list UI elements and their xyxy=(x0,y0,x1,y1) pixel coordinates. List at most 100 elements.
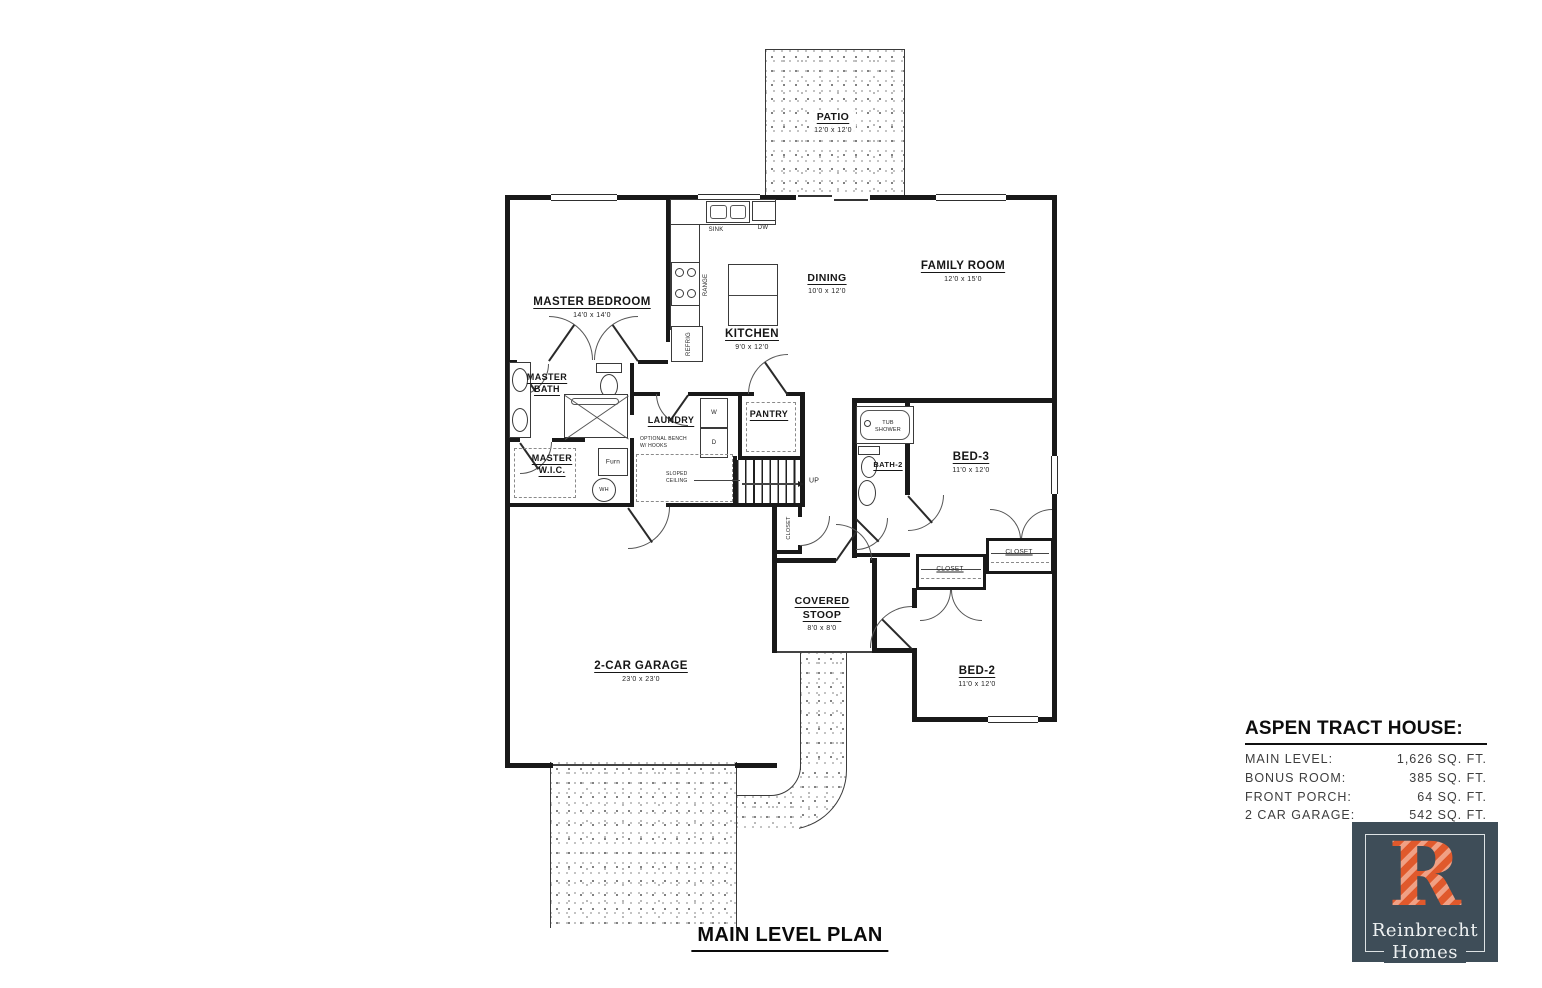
logo-company-name: Reinbrecht xyxy=(1371,920,1479,941)
wall xyxy=(738,395,742,459)
bath-sink xyxy=(512,368,528,392)
plan-title: MAIN LEVEL PLAN xyxy=(691,924,889,952)
toilet-tank xyxy=(596,363,622,373)
wall xyxy=(666,503,777,507)
washer-label: W xyxy=(711,410,717,416)
bath-sink xyxy=(512,408,528,432)
wall xyxy=(505,195,1057,200)
refrigerator-label: REFRIG xyxy=(686,332,692,356)
optional-bench-note: OPTIONAL BENCH W/ HOOKS xyxy=(640,436,687,449)
closet-entry-label: CLOSET xyxy=(786,516,792,540)
stairs-up-arrowhead xyxy=(798,481,804,487)
window xyxy=(551,194,617,201)
toilet-tank xyxy=(858,446,880,455)
walkway-horizontal xyxy=(737,796,799,830)
room-label-bath2: BATH-2 xyxy=(873,460,902,470)
wall xyxy=(905,398,910,495)
closet-door-arc xyxy=(990,509,1021,540)
title-block: ASPEN TRACT HOUSE: MAIN LEVEL: 1,626 SQ.… xyxy=(1245,718,1487,825)
room-name: MASTER BATH xyxy=(526,372,568,394)
closet-bed3-box xyxy=(986,538,1054,574)
row-value: 385 SQ. FT. xyxy=(1409,770,1487,785)
wall xyxy=(786,392,804,396)
bath2-sink xyxy=(858,480,876,506)
room-name: PANTRY xyxy=(749,409,789,419)
wall xyxy=(738,456,804,460)
room-dims: 12'0 x 12'0 xyxy=(814,127,852,135)
dryer-label: D xyxy=(711,440,717,446)
wall xyxy=(733,503,805,507)
door-arc xyxy=(800,516,830,546)
sloped-ceiling-note: SLOPED CEILING xyxy=(666,471,688,484)
room-dims: 11'0 x 12'0 xyxy=(952,467,990,475)
range-label: RANGE xyxy=(703,273,709,297)
row-label: FRONT PORCH: xyxy=(1245,789,1352,804)
wall xyxy=(666,195,670,342)
room-dims: 9'0 x 12'0 xyxy=(735,344,769,352)
dishwasher-label: DW xyxy=(757,225,769,231)
stairs xyxy=(737,460,800,503)
pantry-shelving xyxy=(746,402,796,452)
wall xyxy=(738,392,754,396)
room-name: BATH-2 xyxy=(873,460,903,469)
wall xyxy=(630,392,660,396)
tub-shower xyxy=(856,406,914,444)
wall xyxy=(872,648,917,653)
title-block-row: BONUS ROOM: 385 SQ. FT. xyxy=(1245,769,1487,788)
wall xyxy=(775,558,836,563)
walkway-vertical xyxy=(800,652,847,770)
wall xyxy=(912,648,917,722)
sloped-ceiling-leader xyxy=(694,480,740,482)
stoop-edge-line xyxy=(777,651,872,653)
wall xyxy=(630,438,634,507)
title-block-row: 2 CAR GARAGE: 542 SQ. FT. xyxy=(1245,806,1487,825)
furnace xyxy=(598,448,628,476)
wall xyxy=(772,503,777,653)
window xyxy=(1051,456,1058,494)
wall xyxy=(505,195,510,768)
logo-company-name-2: Homes xyxy=(1384,942,1466,963)
garage-door-line xyxy=(553,764,735,766)
closet-door-arc xyxy=(1021,509,1052,540)
dryer xyxy=(700,428,728,458)
title-block-row: FRONT PORCH: 64 SQ. FT. xyxy=(1245,788,1487,807)
room-label-patio: PATIO 12'0 x 12'0 xyxy=(810,110,856,137)
room-name: 2-CAR GARAGE xyxy=(594,660,688,672)
kitchen-sink xyxy=(706,201,750,223)
room-name: KITCHEN xyxy=(725,328,779,340)
wall xyxy=(800,392,805,507)
row-label: 2 CAR GARAGE: xyxy=(1245,808,1356,823)
wall xyxy=(735,763,777,768)
water-heater xyxy=(592,478,616,502)
wall xyxy=(798,545,802,554)
wall xyxy=(505,438,520,442)
wall xyxy=(855,398,1057,403)
range xyxy=(671,262,700,306)
logo-letter: R xyxy=(1388,822,1462,926)
washer xyxy=(700,398,728,428)
closet-door-arc xyxy=(920,590,951,621)
logo: R Reinbrecht Homes xyxy=(1352,822,1498,963)
closet-bed2-box xyxy=(916,554,986,590)
room-dims: 8'0 x 8'0 xyxy=(807,624,837,632)
room-name: LAUNDRY xyxy=(647,415,695,425)
room-label-laundry: LAUNDRY xyxy=(648,415,694,427)
tub-shower-label: TUB SHOWER xyxy=(875,419,901,433)
room-dims: 10'0 x 12'0 xyxy=(808,288,846,296)
room-label-bed3: BED-3 11'0 x 12'0 xyxy=(952,450,989,476)
room-label-bed2: BED-2 11'0 x 12'0 xyxy=(958,664,995,690)
wall xyxy=(777,550,802,554)
kitchen-island xyxy=(728,264,778,326)
master-shower xyxy=(564,394,629,440)
room-dims: 11'0 x 12'0 xyxy=(958,681,996,689)
driveway-texture xyxy=(550,762,737,928)
room-name: DINING xyxy=(807,272,847,284)
row-value: 1,626 SQ. FT. xyxy=(1396,752,1487,766)
furnace-label: Furn xyxy=(605,458,621,466)
wall xyxy=(852,398,857,558)
closet-bed3-label: CLOSET xyxy=(1005,548,1033,556)
wall xyxy=(872,558,877,653)
room-dims: 14'0 x 14'0 xyxy=(573,312,611,320)
room-label-covered-stoop: COVERED STOOP 8'0 x 8'0 xyxy=(795,595,850,633)
